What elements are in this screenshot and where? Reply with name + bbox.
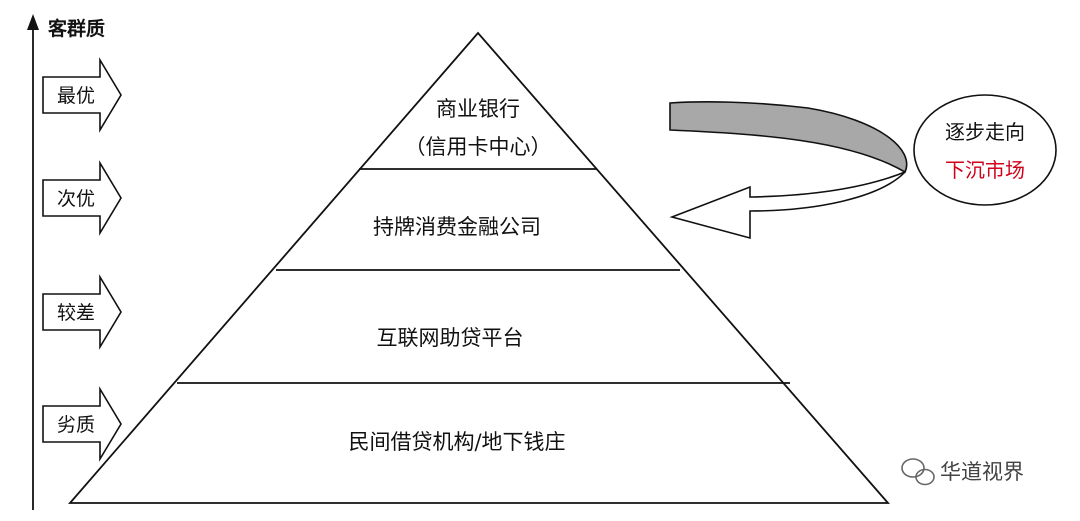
rank-arrow-1: 最优 (42, 57, 122, 133)
axis-title: 客群质 (48, 17, 105, 40)
rank-label: 劣质 (57, 414, 95, 436)
rank-arrows: 最优 次优 较差 劣质 (42, 57, 122, 462)
rank-arrow-2: 次优 (42, 160, 122, 236)
rank-label: 最优 (57, 85, 95, 107)
quality-axis: 客群质 (27, 14, 105, 510)
watermark: 华道视界 (901, 458, 1024, 486)
right-arrow-icon (42, 160, 122, 236)
watermark-text: 华道视界 (940, 460, 1024, 484)
pyramid-outline (68, 31, 890, 504)
rank-arrow-4: 劣质 (42, 386, 122, 462)
curved-arrow-head-icon (669, 171, 906, 240)
tier-label-internet-lending: 互联网助贷平台 (377, 326, 524, 350)
wechat-icon (901, 458, 935, 486)
rank-arrow-3: 较差 (42, 274, 122, 350)
callout-ellipse (913, 94, 1057, 206)
right-arrow-icon (42, 386, 122, 462)
rank-label: 较差 (57, 302, 95, 324)
callout-bubble: 逐步走向 下沉市场 (913, 94, 1057, 206)
tier-label-commercial-bank: 商业银行 (436, 97, 520, 121)
callout-line-2: 下沉市场 (945, 158, 1025, 182)
tier-label-credit-card-center: （信用卡中心） (405, 135, 552, 159)
downmarket-curved-arrow (669, 101, 908, 240)
right-arrow-icon (42, 274, 122, 350)
right-arrow-icon (42, 57, 122, 133)
callout-line-1: 逐步走向 (945, 120, 1025, 144)
pyramid: 商业银行 （信用卡中心） 持牌消费金融公司 互联网助贷平台 民间借贷机构/地下钱… (68, 31, 890, 504)
curved-band-gray (669, 101, 908, 174)
tier-label-private-lending: 民间借贷机构/地下钱庄 (348, 430, 565, 454)
axis-arrowhead-icon (27, 14, 39, 30)
rank-label: 次优 (57, 188, 95, 210)
tier-label-consumer-finance: 持牌消费金融公司 (373, 215, 541, 239)
